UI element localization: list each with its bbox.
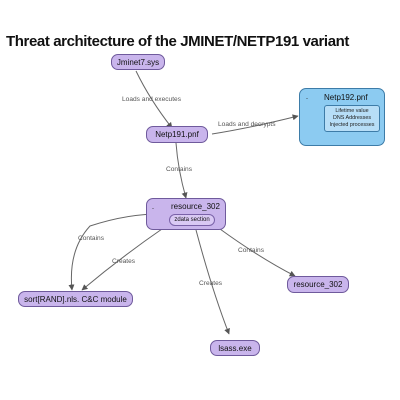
node-netp192-pnf[interactable]: - Netp192.pnf Lifetime value DNS Address… xyxy=(299,88,385,146)
collapse-toggle-icon[interactable]: - xyxy=(306,96,308,102)
edge-resource-creates-lsass xyxy=(195,229,230,335)
edge-label-contains: Contains xyxy=(238,247,265,254)
node-label: Netp192.pnf xyxy=(324,93,368,102)
netp192-detail-list: Lifetime value DNS Addresses Injected pr… xyxy=(324,105,380,132)
detail-item: Injected processes xyxy=(329,122,375,128)
node-resource-302-child[interactable]: resource_302 xyxy=(287,276,349,293)
edge-netp191-to-netp192 xyxy=(211,114,299,135)
edge-label-loads-and-executes: Loads and executes xyxy=(122,96,182,103)
edge-label-creates: Creates xyxy=(199,280,223,287)
edge-label-loads-and-decrypts: Loads and decrypts xyxy=(218,121,276,128)
node-label: resource_302 xyxy=(293,280,343,289)
edge-jminet-to-netp191 xyxy=(135,70,173,129)
node-jminet7-sys[interactable]: Jminet7.sys xyxy=(111,54,165,70)
edge-resource-creates-sort xyxy=(81,228,163,291)
diagram-title: Threat architecture of the JMINET/NETP19… xyxy=(6,33,350,50)
node-sort-cnc-module[interactable]: sort[RAND].nls. C&C module xyxy=(18,291,133,307)
node-label: resource_302 xyxy=(171,202,220,211)
collapse-toggle-icon[interactable]: - xyxy=(152,206,154,212)
edge-label-contains: Contains xyxy=(78,235,105,242)
node-label: sort[RAND].nls. C&C module xyxy=(24,295,127,304)
node-label: Jminet7.sys xyxy=(116,58,160,67)
detail-item: Lifetime value xyxy=(335,108,369,114)
node-netp191-pnf[interactable]: Netp191.pnf xyxy=(146,126,208,143)
edge-netp191-to-resource xyxy=(175,142,188,199)
node-label: lsass.exe xyxy=(218,344,252,353)
edge-label-contains: Contains xyxy=(166,166,193,173)
node-resource-302-main[interactable]: - resource_302 zdata section xyxy=(146,198,226,230)
zdata-section-badge: zdata section xyxy=(169,214,215,226)
node-lsass-exe[interactable]: lsass.exe xyxy=(210,340,260,356)
edge-resource-contains-child xyxy=(219,228,296,277)
node-label: Netp191.pnf xyxy=(155,130,199,139)
detail-item: DNS Addresses xyxy=(332,115,372,121)
edge-label-creates: Creates xyxy=(112,258,136,265)
